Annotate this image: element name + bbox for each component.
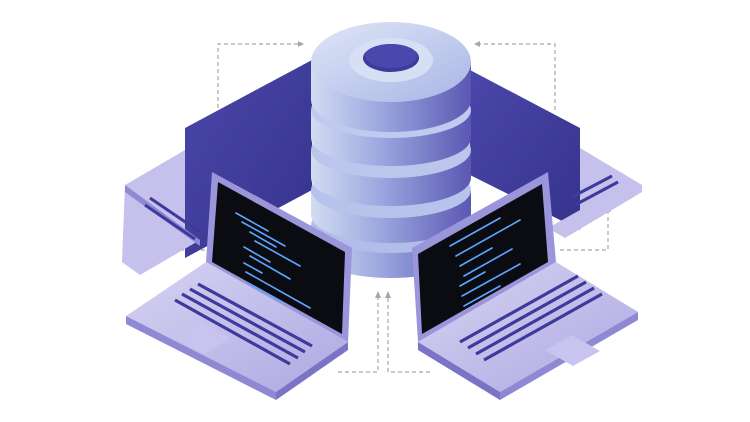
keyboard-right [459,274,603,362]
keyboard-left [174,282,313,366]
laptop-front-right [412,172,638,400]
laptop-back-right [470,70,642,238]
code-lines-left [235,212,311,309]
connector-right [560,210,609,251]
database-server-icon [311,22,471,278]
connector-bottom-right [387,296,430,373]
connector-top-right [480,43,556,110]
laptop-front-left [126,172,352,400]
